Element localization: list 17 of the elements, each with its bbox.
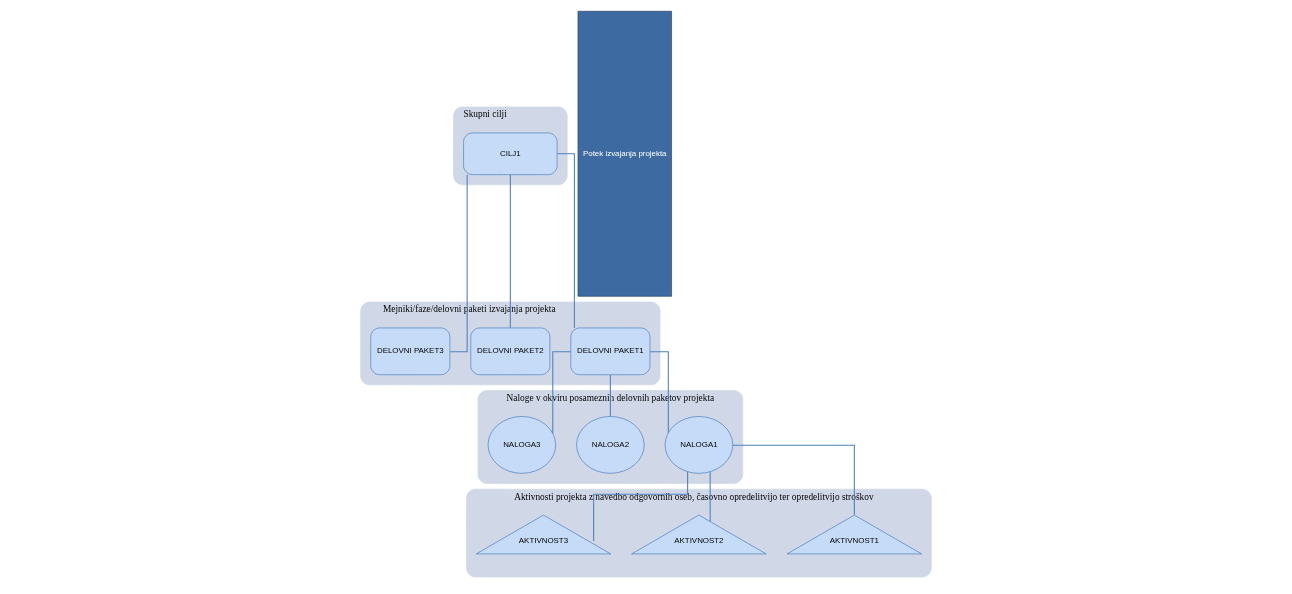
node-box: Potek izvajanja projekta (577, 10, 672, 297)
node-box: DELOVNI PAKET2 (470, 327, 551, 376)
connector (552, 351, 572, 434)
connector (509, 174, 511, 329)
node-box: DELOVNI PAKET3 (370, 327, 451, 376)
connector (732, 444, 855, 516)
node-ellipse: NALOGA1 (664, 416, 734, 474)
node-ellipse: NALOGA2 (576, 416, 645, 474)
node-box: CILJ1 (463, 132, 558, 175)
connector (449, 174, 468, 353)
node-ellipse: NALOGA3 (487, 416, 557, 474)
connector (556, 153, 575, 329)
connector (593, 471, 689, 542)
node-box: DELOVNI PAKET1 (570, 327, 651, 376)
connector (609, 374, 611, 417)
connector (649, 351, 669, 434)
connector (709, 471, 711, 522)
